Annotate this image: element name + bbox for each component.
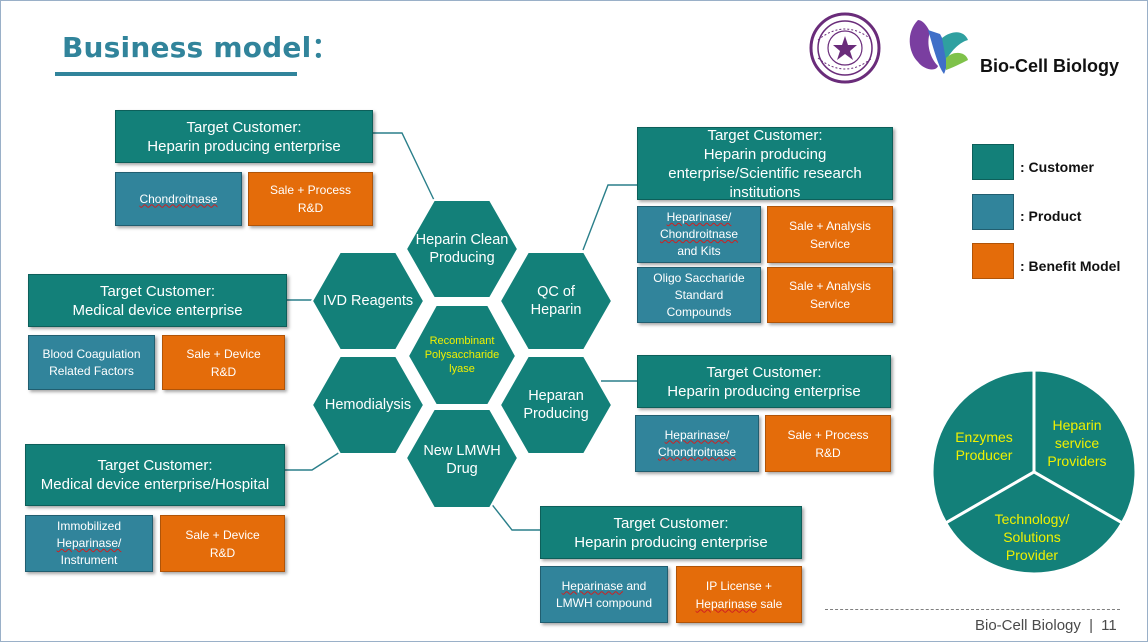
hex-heparin-clean-label: Heparin Clean Producing (415, 232, 509, 266)
hex-lmwh (404, 408, 520, 509)
benefit-word: Heparinase (695, 596, 757, 611)
customer-box-qc: Target Customer: Heparin producing enter… (637, 127, 893, 201)
university-seal-logo (809, 12, 881, 84)
customer-box-heparan: Target Customer: Heparin producing enter… (637, 355, 891, 408)
page-title: Business model： (62, 31, 340, 64)
hex-center-label: Recombinant Polysaccharide lyase (424, 335, 500, 375)
benefit-box-qc-1: Sale + Analysis Service (767, 206, 893, 263)
page-number: 11 (1101, 617, 1117, 634)
legend-swatch-customer (972, 144, 1014, 180)
product-conj: and (623, 578, 647, 593)
benefit-box-clean: Sale + Process R&D (248, 172, 373, 226)
hex-hemodialysis-label: Hemodialysis (324, 397, 412, 413)
product-box-ivd: Blood Coagulation Related Factors (28, 335, 155, 390)
product-box-qc-1: Heparinase/ Chondroitnase and Kits (637, 206, 761, 263)
footer: Bio-Cell Biology | 11 (975, 617, 1117, 634)
hex-heparin-clean (404, 199, 520, 299)
product-line-1: Heparinase/ (666, 210, 732, 224)
product-box-heparan: Heparinase/ Chondroitnase (635, 415, 759, 472)
footer-separator: | (1089, 617, 1093, 634)
pie-label-technology: Technology/ Solutions Provider (994, 511, 1070, 563)
pie-segment-technology (943, 470, 1125, 576)
customer-box-lmwh: Target Customer: Heparin producing enter… (540, 506, 802, 559)
benefit-box-hemo: Sale + Device R&D (160, 515, 285, 572)
customer-box-hemo: Target Customer: Medical device enterpri… (25, 444, 285, 506)
hex-ivd-label: IVD Reagents (322, 293, 414, 309)
connector-qc (582, 184, 637, 251)
product-line-1: Heparinase and (562, 578, 647, 595)
benefit-line-2: Heparinase sale (696, 595, 783, 613)
product-line-1: Heparinase/ (664, 427, 730, 442)
hex-qc-label: QC of Heparin (530, 284, 582, 318)
title-underline (55, 72, 297, 76)
product-line-3: and Kits (677, 244, 721, 258)
benefit-rest: sale (757, 596, 783, 611)
hex-center (406, 304, 518, 406)
hex-heparan (498, 355, 614, 455)
hex-qc (498, 251, 614, 351)
connector-hemo (285, 451, 341, 471)
product-line-3: Instrument (60, 553, 118, 567)
connector-clean (373, 132, 435, 201)
brand-name: Bio-Cell Biology (980, 56, 1119, 76)
connector-lmwh (489, 501, 540, 531)
pie-segment-enzymes (930, 368, 1036, 526)
product-box-clean: Chondroitnase (115, 172, 242, 226)
product-box-qc-2: Oligo Saccharide Standard Compounds (637, 267, 761, 323)
product-box-hemo: Immobilized Heparinase/ Instrument (25, 515, 153, 572)
benefit-box-ivd: Sale + Device R&D (162, 335, 285, 390)
hex-hemodialysis (310, 355, 426, 455)
butterfly-logo (909, 20, 968, 74)
footer-text: Bio-Cell Biology (975, 617, 1081, 634)
hex-lmwh-label: New LMWH Drug (423, 443, 501, 477)
product-line-2: Heparinase/ (56, 536, 122, 550)
customer-box-clean: Target Customer: Heparin producing enter… (115, 110, 373, 163)
product-line-2: Chondroitnase (659, 227, 739, 241)
hex-ivd (310, 251, 426, 351)
legend-label-customer: : Customer (1020, 159, 1094, 175)
benefit-box-heparan: Sale + Process R&D (765, 415, 891, 472)
customer-box-ivd: Target Customer: Medical device enterpri… (28, 274, 287, 327)
hex-heparan-label: Heparan Producing (523, 388, 589, 422)
legend-label-benefit: : Benefit Model (1020, 258, 1121, 274)
benefit-line-1: IP License + (705, 578, 773, 593)
legend-label-product: : Product (1020, 208, 1082, 224)
footer-divider (825, 609, 1120, 610)
pie-segment-heparin-service (1032, 368, 1138, 526)
benefit-box-lmwh: IP License + Heparinase sale (676, 566, 802, 623)
product-word: Heparinase (561, 578, 623, 593)
product-label-clean: Chondroitnase (139, 191, 218, 206)
product-line-2: LMWH compound (555, 595, 653, 610)
pie-label-enzymes: Enzymes Producer (955, 429, 1013, 463)
product-line-1: Immobilized (56, 519, 122, 533)
legend-swatch-benefit (972, 243, 1014, 279)
product-box-lmwh: Heparinase and LMWH compound (540, 566, 668, 623)
legend-swatch-product (972, 194, 1014, 230)
pie-label-heparin-service: Heparin service Providers (1047, 417, 1107, 469)
benefit-box-qc-2: Sale + Analysis Service (767, 267, 893, 323)
product-line-2: Chondroitnase (657, 444, 737, 459)
